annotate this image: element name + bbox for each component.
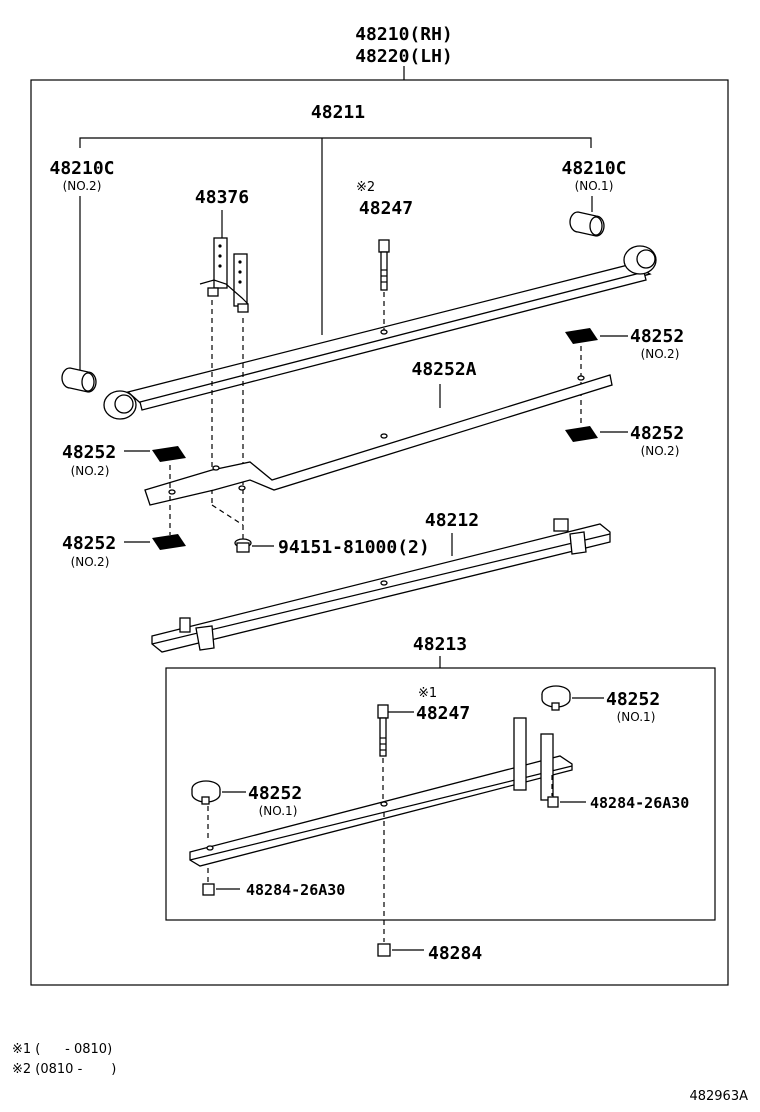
- rivet: [234, 538, 252, 553]
- leaf-no2-label: 48252A: [411, 359, 476, 380]
- bolt-top-mark: ※2: [356, 180, 375, 195]
- leaf-no2: [144, 374, 613, 506]
- bushing-left-label: 48210C: [49, 158, 114, 179]
- figure-code: 482963A: [689, 1089, 748, 1104]
- clip-label: 48376: [195, 187, 249, 208]
- leaf-no4-assy-label: 48213: [413, 634, 467, 655]
- rivet-label: 94151-81000(2): [278, 537, 430, 558]
- leaf-no3: [151, 518, 611, 653]
- leaf-no1-bracket: [79, 137, 592, 148]
- pad-left: [191, 780, 221, 805]
- footnote-1: ※1 ( - 0810): [12, 1042, 112, 1057]
- bolt-bottom-mark: ※1: [418, 686, 437, 701]
- bolt-top-label: 48247: [359, 198, 413, 219]
- insert-lf2-label: 48252: [62, 533, 116, 554]
- insert-lf1-label: 48252: [62, 442, 116, 463]
- leaf-no1-label: 48211: [311, 102, 365, 123]
- insert-rt2: [565, 426, 598, 442]
- insert-lf1-sub: (NO.2): [71, 464, 110, 478]
- bolt-bottom: [377, 704, 389, 757]
- pad-right-label: 48252: [606, 689, 660, 710]
- nut-bottom: [377, 943, 391, 957]
- insert-rt2-label: 48252: [630, 423, 684, 444]
- insert-rt1: [565, 328, 598, 344]
- bushing-right: [569, 211, 605, 237]
- nut-left: [202, 883, 215, 896]
- bushing-left: [61, 367, 97, 393]
- nut-left-label: 48284-26A30: [246, 881, 345, 899]
- insert-rt1-sub: (NO.2): [641, 347, 680, 361]
- pad-right: [541, 685, 571, 711]
- assembly-rh-label: 48210(RH): [355, 24, 453, 45]
- insert-rt1-label: 48252: [630, 326, 684, 347]
- leaf-no4: [189, 717, 573, 867]
- bushing-left-sub: (NO.2): [63, 179, 102, 193]
- nut-right: [547, 796, 559, 808]
- bushing-right-sub: (NO.1): [575, 179, 614, 193]
- bolt-bottom-label: 48247: [416, 703, 470, 724]
- bolt-top: [378, 239, 390, 291]
- insert-lf2-sub: (NO.2): [71, 555, 110, 569]
- pad-left-sub: (NO.1): [259, 804, 298, 818]
- insert-lf1: [152, 446, 186, 462]
- leaf-no1: [103, 245, 657, 420]
- assembly-frame: [30, 79, 729, 986]
- footnote-2: ※2 (0810 - ): [12, 1062, 116, 1077]
- leaf-no3-label: 48212: [425, 510, 479, 531]
- nut-right-label: 48284-26A30: [590, 794, 689, 812]
- insert-rt2-sub: (NO.2): [641, 444, 680, 458]
- nut-bottom-label: 48284: [428, 943, 482, 964]
- clip: [199, 237, 249, 313]
- insert-lf2: [152, 534, 186, 550]
- assembly-lh-label: 48220(LH): [355, 46, 453, 67]
- pad-left-label: 48252: [248, 783, 302, 804]
- bushing-right-label: 48210C: [561, 158, 626, 179]
- pad-right-sub: (NO.1): [617, 710, 656, 724]
